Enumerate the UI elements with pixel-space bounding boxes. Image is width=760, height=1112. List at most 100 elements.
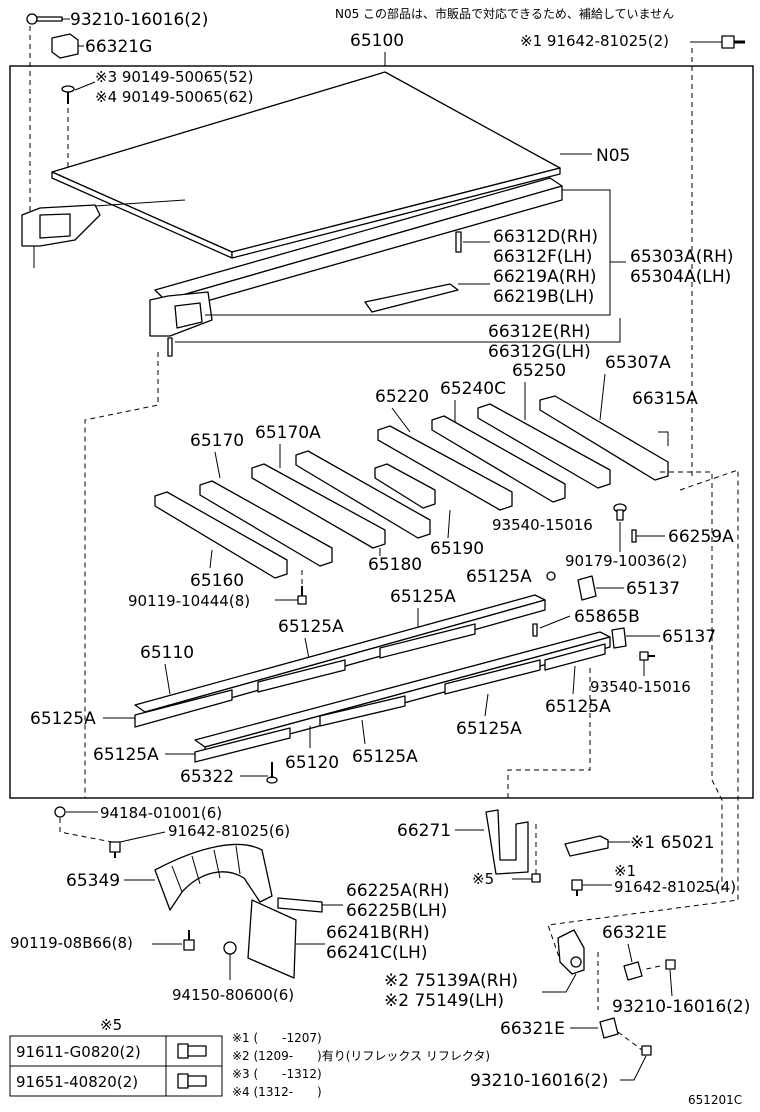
label-65180[interactable]: 65180 bbox=[368, 555, 422, 575]
crossmember-65160[interactable] bbox=[154, 491, 288, 579]
label-65304A[interactable]: 65304A(LH) bbox=[630, 267, 731, 287]
label-66321E-b[interactable]: 66321E bbox=[500, 1019, 565, 1039]
label-66321E-a[interactable]: 66321E bbox=[602, 923, 667, 943]
reinforcement-bar[interactable] bbox=[364, 283, 459, 313]
bolt-icon bbox=[183, 930, 195, 951]
legend-title: ※5 bbox=[100, 1016, 122, 1034]
label-94150[interactable]: 94150-80600(6) bbox=[172, 986, 294, 1004]
step-bracket-65021[interactable] bbox=[564, 835, 609, 857]
crossmember-65180[interactable] bbox=[295, 450, 431, 539]
label-66312E[interactable]: 66312E(RH) bbox=[488, 322, 591, 342]
reflector-bracket[interactable] bbox=[557, 929, 585, 975]
label-66219B[interactable]: 66219B(LH) bbox=[493, 287, 594, 307]
label-90119-10444[interactable]: 90119-10444(8) bbox=[128, 592, 250, 610]
footnote-2: ※2 (1209- )有り(リフレックス リフレクタ) bbox=[232, 1049, 490, 1063]
crossmember-65170A[interactable] bbox=[251, 463, 386, 549]
group-label[interactable]: 65100 bbox=[350, 31, 404, 51]
label-65160[interactable]: 65160 bbox=[190, 571, 244, 591]
label-90149-a[interactable]: ※3 90149-50065(52) bbox=[95, 68, 254, 86]
label-65190[interactable]: 65190 bbox=[430, 539, 484, 559]
label-66219A[interactable]: 66219A(RH) bbox=[493, 267, 597, 287]
label-65307A[interactable]: 65307A bbox=[605, 353, 671, 373]
bracket-65137[interactable] bbox=[577, 575, 597, 601]
label-75149[interactable]: ※2 75149(LH) bbox=[384, 991, 504, 1011]
label-91642-81025-4[interactable]: 91642-81025(4) bbox=[614, 878, 736, 896]
label-65250[interactable]: 65250 bbox=[512, 361, 566, 381]
clip-icon bbox=[177, 1043, 207, 1059]
label-75139A[interactable]: ※2 75139A(RH) bbox=[384, 971, 518, 991]
label-91642-81025-top[interactable]: ※1 91642-81025(2) bbox=[520, 32, 669, 50]
label-93540-b[interactable]: 93540-15016 bbox=[590, 678, 691, 696]
label-65125A-2[interactable]: 65125A bbox=[390, 587, 456, 607]
label-65125A-1[interactable]: 65125A bbox=[466, 567, 532, 587]
label-66312G[interactable]: 66312G(LH) bbox=[488, 342, 591, 362]
label-65125A-3[interactable]: 65125A bbox=[278, 617, 344, 637]
mudflap-bracket[interactable] bbox=[277, 897, 323, 913]
label-65170A[interactable]: 65170A bbox=[255, 423, 321, 443]
label-66225A[interactable]: 66225A(RH) bbox=[346, 881, 450, 901]
rivet-icon bbox=[266, 762, 278, 784]
label-65125A-6[interactable]: 65125A bbox=[456, 719, 522, 739]
label-66321G[interactable]: 66321G bbox=[85, 37, 152, 57]
label-65322[interactable]: 65322 bbox=[180, 767, 234, 787]
label-90179[interactable]: 90179-10036(2) bbox=[565, 552, 687, 570]
bracket-icon bbox=[599, 1017, 619, 1039]
label-65220[interactable]: 65220 bbox=[375, 387, 429, 407]
crossmember-65170[interactable] bbox=[199, 480, 333, 567]
label-66259A[interactable]: 66259A bbox=[668, 527, 734, 547]
mudflap[interactable] bbox=[247, 899, 297, 979]
crossmember-65307A[interactable] bbox=[539, 395, 669, 481]
crossmember-65250[interactable] bbox=[477, 403, 611, 489]
label-65240C[interactable]: 65240C bbox=[440, 379, 506, 399]
label-65021[interactable]: ※1 65021 bbox=[630, 833, 715, 853]
label-94184[interactable]: 94184-01001(6) bbox=[100, 804, 222, 822]
label-65110[interactable]: 65110 bbox=[140, 643, 194, 663]
label-93210-16016-c[interactable]: 93210-16016(2) bbox=[470, 1071, 608, 1091]
label-66241C[interactable]: 66241C(LH) bbox=[326, 943, 427, 963]
label-65349[interactable]: 65349 bbox=[66, 871, 120, 891]
pin-icon bbox=[455, 231, 462, 253]
bolt-icon bbox=[26, 13, 63, 25]
label-N05[interactable]: N05 bbox=[596, 146, 630, 166]
footnote-3: ※3 ( -1312) bbox=[232, 1067, 322, 1081]
label-66312F[interactable]: 66312F(LH) bbox=[493, 247, 592, 267]
label-65125A-4[interactable]: 65125A bbox=[30, 709, 96, 729]
legend-row-part-1[interactable]: 91611-G0820(2) bbox=[16, 1043, 141, 1061]
label-65125A-8[interactable]: 65125A bbox=[352, 747, 418, 767]
crossmember-65190[interactable] bbox=[374, 463, 436, 509]
crossmember-65220[interactable] bbox=[377, 425, 513, 511]
label-93210-16016-b[interactable]: 93210-16016(2) bbox=[612, 997, 750, 1017]
label-65170[interactable]: 65170 bbox=[190, 431, 244, 451]
label-66225B[interactable]: 66225B(LH) bbox=[346, 901, 447, 921]
long-sill-65110[interactable] bbox=[134, 594, 546, 713]
label-65137-b[interactable]: 65137 bbox=[662, 627, 716, 647]
clip-icon bbox=[177, 1073, 207, 1089]
step-handle[interactable] bbox=[485, 809, 529, 875]
label-66241B[interactable]: 66241B(RH) bbox=[326, 923, 430, 943]
label-66315A[interactable]: 66315A bbox=[632, 389, 698, 409]
bracket-65137-b[interactable] bbox=[611, 627, 627, 649]
label-93210-16016-top[interactable]: 93210-16016(2) bbox=[70, 10, 208, 30]
bracket-icon bbox=[623, 961, 643, 981]
crossmember-65240C[interactable] bbox=[431, 415, 566, 503]
bolt-icon bbox=[613, 503, 627, 521]
label-65120[interactable]: 65120 bbox=[285, 753, 339, 773]
bolt-icon bbox=[571, 879, 583, 896]
label-65125A-7[interactable]: 65125A bbox=[93, 745, 159, 765]
label-65137-a[interactable]: 65137 bbox=[626, 579, 680, 599]
label-90119-08B66[interactable]: 90119-08B66(8) bbox=[10, 934, 133, 952]
nut-icon bbox=[223, 941, 237, 955]
label-66271[interactable]: 66271 bbox=[397, 821, 451, 841]
mudguard[interactable] bbox=[154, 843, 273, 911]
legend-row-part-2[interactable]: 91651-40820(2) bbox=[16, 1073, 138, 1091]
label-93540-a[interactable]: 93540-15016 bbox=[492, 516, 593, 534]
label-90149-b[interactable]: ※4 90149-50065(62) bbox=[95, 88, 254, 106]
pin-icon bbox=[167, 337, 173, 357]
label-65303A[interactable]: 65303A(RH) bbox=[630, 247, 734, 267]
label-66312D[interactable]: 66312D(RH) bbox=[493, 227, 598, 247]
label-91642-81025-6[interactable]: 91642-81025(6) bbox=[168, 822, 290, 840]
label-65125A-5[interactable]: 65125A bbox=[545, 697, 611, 717]
label-65865B[interactable]: 65865B bbox=[574, 607, 640, 627]
bolt-icon bbox=[721, 35, 745, 49]
